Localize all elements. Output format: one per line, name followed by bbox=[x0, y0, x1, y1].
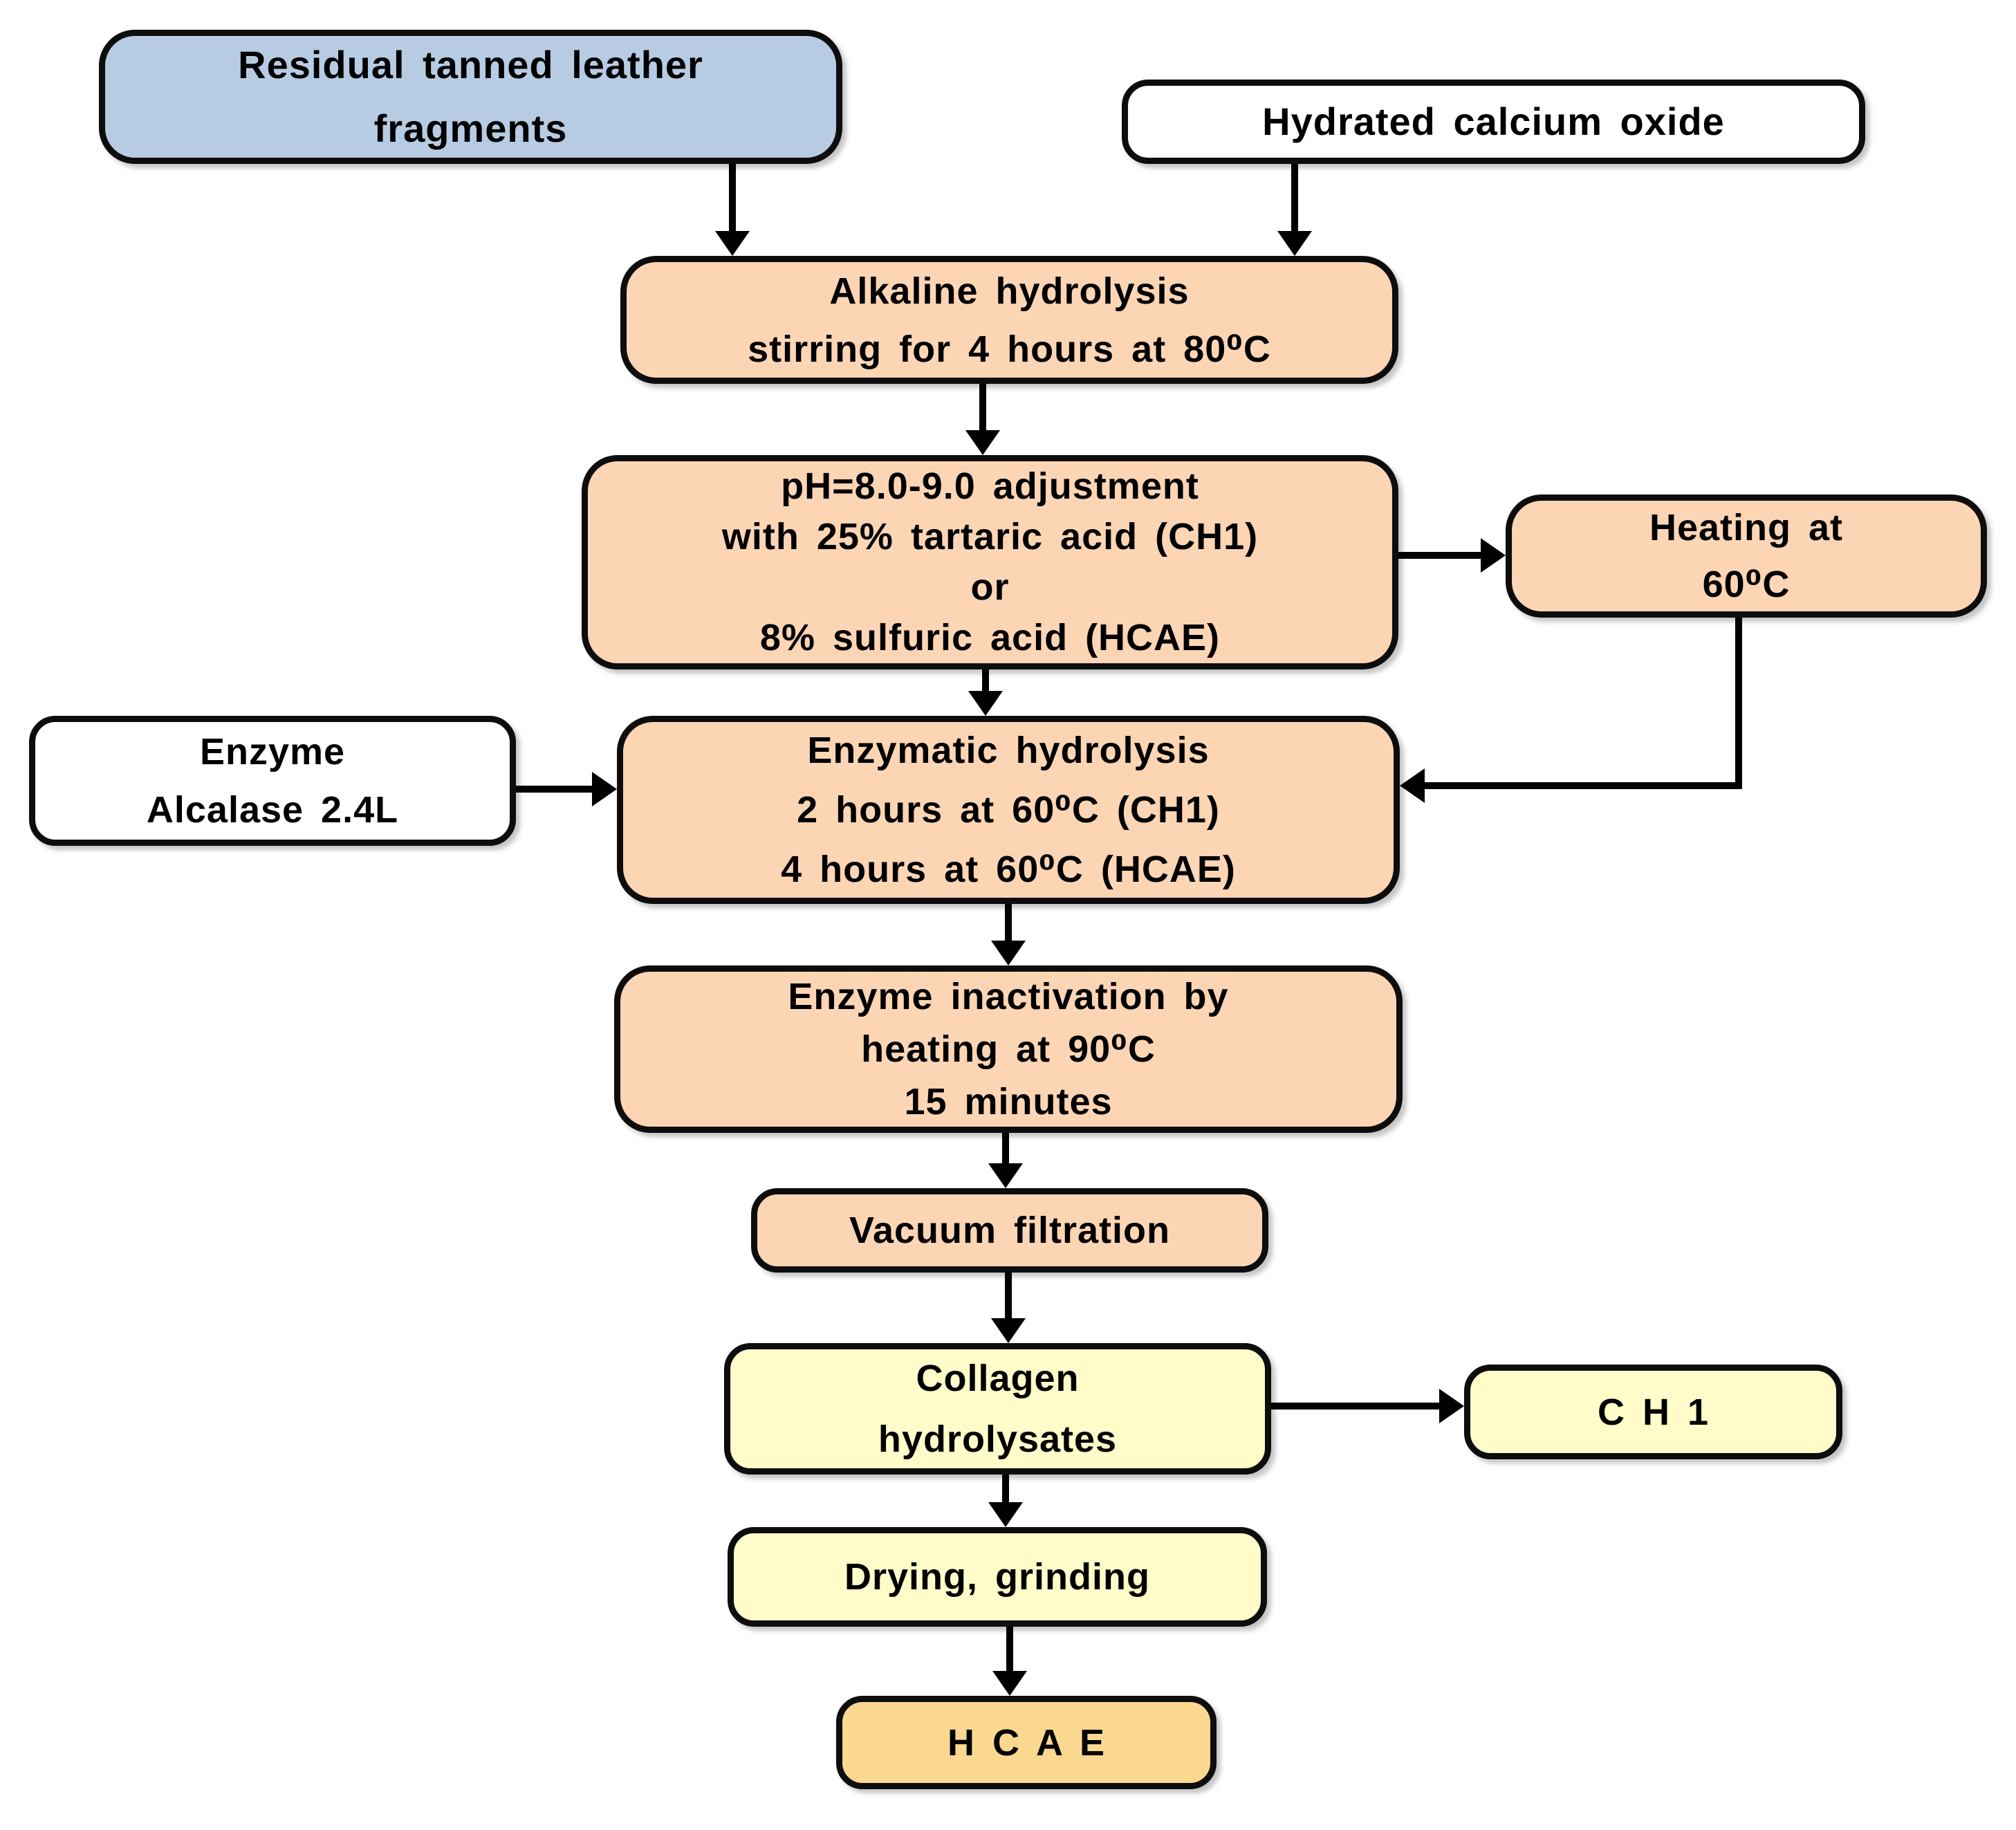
node-enzyme-alcalase: Enzyme Alcalase 2.4L bbox=[29, 716, 516, 846]
arrow-enzymatic-to-inactivation-line bbox=[1005, 904, 1012, 943]
node-residual-tanned-leather: Residual tanned leather fragments bbox=[99, 30, 842, 164]
arrow-down-icon bbox=[1277, 231, 1312, 256]
node-label: C H 1 bbox=[1597, 1391, 1710, 1433]
arrow-down-icon bbox=[988, 1502, 1023, 1527]
node-ch1-product: C H 1 bbox=[1464, 1365, 1842, 1459]
node-label: pH=8.0-9.0 adjustment with 25% tartaric … bbox=[721, 465, 1259, 658]
arrow-down-icon bbox=[991, 941, 1026, 965]
node-label: Hydrated calcium oxide bbox=[1262, 100, 1725, 143]
node-label: Collagen hydrolysates bbox=[878, 1358, 1118, 1460]
arrow-down-icon bbox=[968, 691, 1003, 716]
arrow-residual-to-alkaline-line bbox=[729, 164, 736, 234]
node-ph-adjustment: pH=8.0-9.0 adjustment with 25% tartaric … bbox=[582, 455, 1398, 669]
node-label: Enzymatic hydrolysis 2 hours at 60⁰C (CH… bbox=[781, 730, 1236, 890]
node-hcae-product: H C A E bbox=[836, 1696, 1217, 1789]
arrow-vacuum-to-collagen-line bbox=[1005, 1273, 1012, 1321]
node-label: Alkaline hydrolysis stirring for 4 hours… bbox=[748, 270, 1271, 370]
arrow-inactivation-to-vacuum-line bbox=[1002, 1133, 1009, 1166]
node-label: Heating at 60⁰C bbox=[1649, 507, 1844, 605]
node-heating-60c: Heating at 60⁰C bbox=[1506, 495, 1987, 618]
node-collagen-hydrolysates: Collagen hydrolysates bbox=[724, 1343, 1271, 1475]
arrow-right-icon bbox=[1439, 1389, 1464, 1423]
arrow-down-icon bbox=[991, 1318, 1026, 1343]
arrow-down-icon bbox=[965, 430, 1000, 455]
arrow-enzyme-to-enzymatic-line bbox=[516, 786, 596, 793]
node-label: Enzyme Alcalase 2.4L bbox=[146, 731, 399, 831]
arrow-ph-to-heating-line bbox=[1398, 552, 1483, 559]
node-label: Enzyme inactivation by heating at 90⁰C 1… bbox=[788, 976, 1229, 1122]
arrow-right-icon bbox=[1481, 538, 1506, 573]
arrow-down-icon bbox=[988, 1163, 1023, 1188]
arrow-right-icon bbox=[592, 772, 617, 806]
node-label: Drying, grinding bbox=[844, 1556, 1150, 1598]
arrow-collagen-to-drying-line bbox=[1002, 1475, 1009, 1505]
node-enzyme-inactivation: Enzyme inactivation by heating at 90⁰C 1… bbox=[614, 965, 1403, 1133]
node-hydrated-calcium-oxide: Hydrated calcium oxide bbox=[1122, 80, 1865, 164]
arrow-drying-to-hcae-line bbox=[1006, 1627, 1013, 1674]
node-enzymatic-hydrolysis: Enzymatic hydrolysis 2 hours at 60⁰C (CH… bbox=[617, 716, 1400, 904]
arrow-heating-to-enzymatic-hline bbox=[1421, 782, 1742, 789]
node-alkaline-hydrolysis: Alkaline hydrolysis stirring for 4 hours… bbox=[620, 256, 1398, 384]
node-label: Vacuum filtration bbox=[849, 1210, 1171, 1251]
arrow-heating-to-enzymatic-vline bbox=[1735, 618, 1742, 789]
arrow-alkaline-to-ph-line bbox=[979, 384, 986, 433]
arrow-hydrated-to-alkaline-line bbox=[1291, 164, 1298, 234]
arrow-collagen-to-ch1-line bbox=[1271, 1403, 1443, 1410]
node-drying-grinding: Drying, grinding bbox=[728, 1527, 1267, 1627]
arrow-down-icon bbox=[715, 231, 750, 256]
arrow-down-icon bbox=[992, 1671, 1027, 1696]
node-label: H C A E bbox=[947, 1721, 1105, 1764]
arrow-ph-to-enzymatic-line bbox=[982, 669, 989, 694]
node-vacuum-filtration: Vacuum filtration bbox=[751, 1188, 1268, 1273]
arrow-left-icon bbox=[1400, 768, 1425, 803]
node-label: Residual tanned leather fragments bbox=[238, 43, 703, 150]
